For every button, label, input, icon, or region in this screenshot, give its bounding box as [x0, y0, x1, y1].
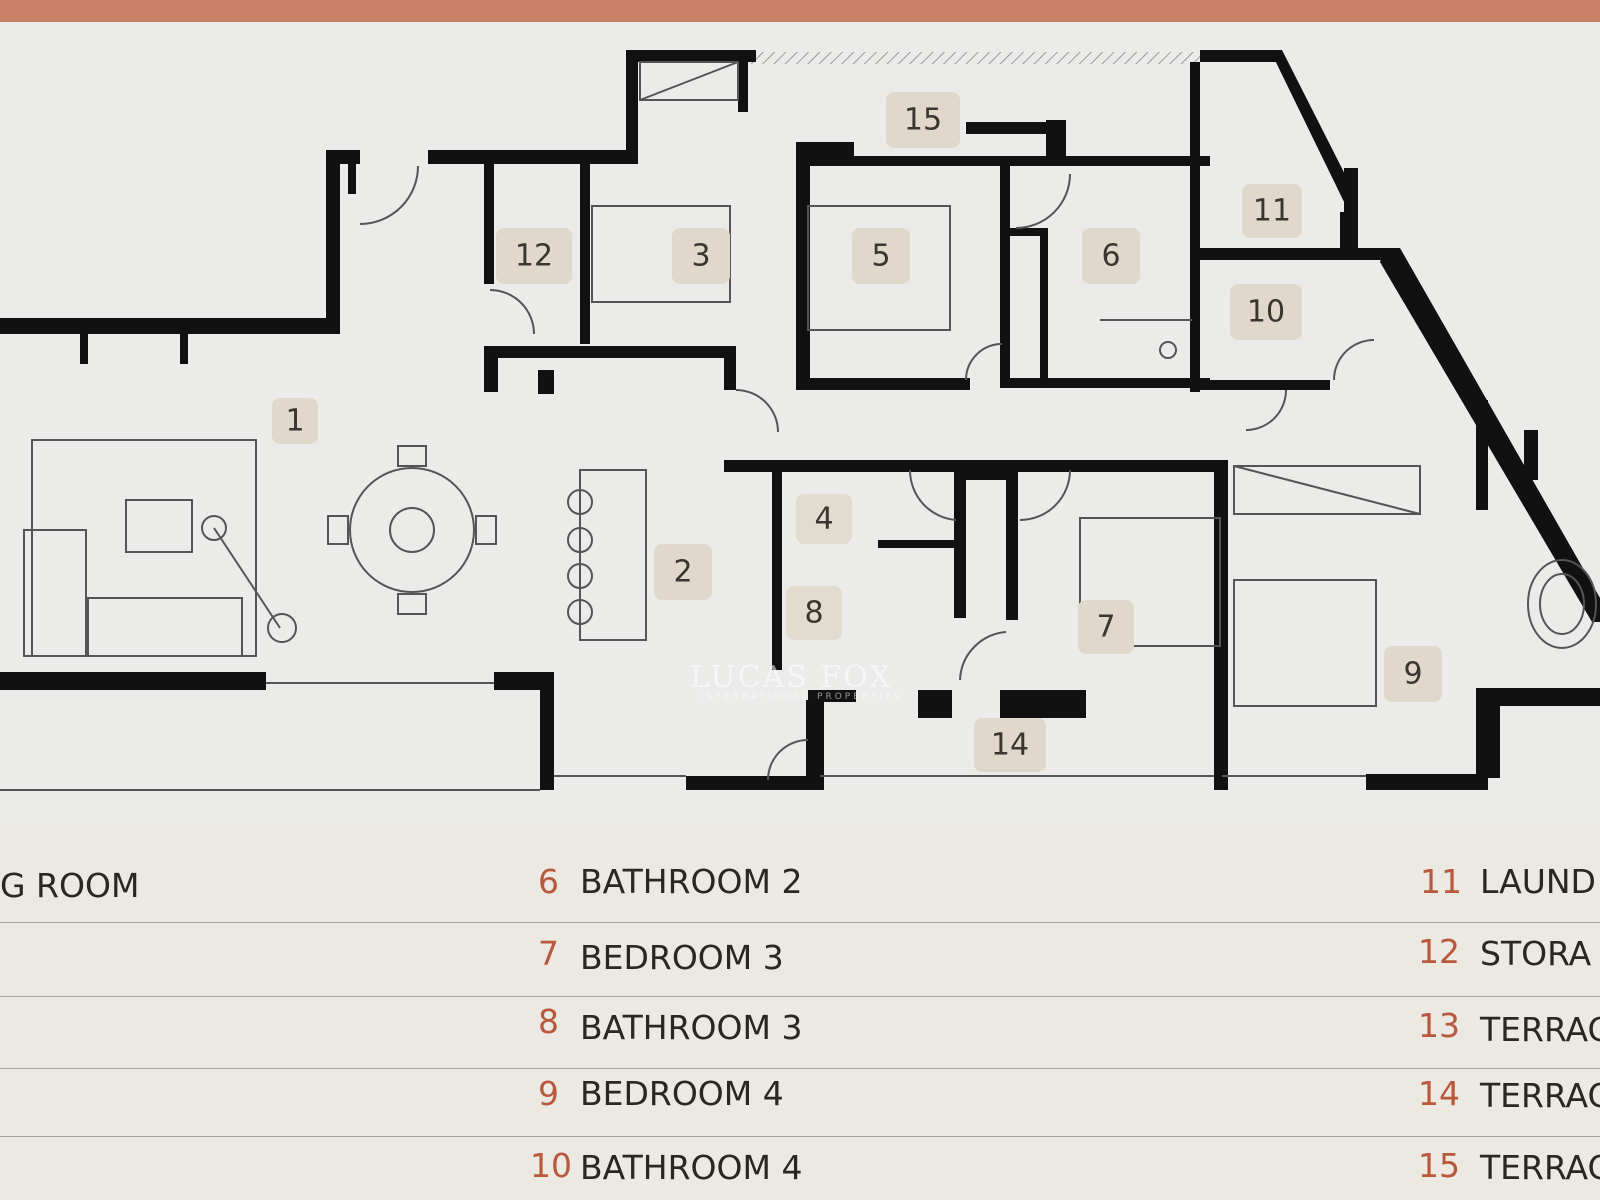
legend-divider: [0, 1136, 1600, 1137]
legend-item-bedroom-3: BEDROOM 3: [580, 938, 784, 977]
room-badge-14: 14: [974, 718, 1046, 772]
legend-number: 11: [1420, 862, 1462, 901]
svg-text:5: 5: [871, 239, 890, 274]
legend-number: 14: [1418, 1074, 1460, 1113]
legend-number: 7: [538, 934, 559, 973]
legend-item-terrace: TERRAC: [1480, 1148, 1600, 1187]
room-badge-1: 1: [272, 398, 318, 444]
legend-number: 13: [1418, 1006, 1460, 1045]
room-badge-8: 8: [786, 586, 842, 640]
legend-number: 15: [1418, 1146, 1460, 1185]
legend-divider: [0, 922, 1600, 923]
svg-text:10: 10: [1247, 295, 1285, 330]
legend-number: 12: [1418, 932, 1460, 971]
room-badge-2: 2: [654, 544, 712, 600]
room-badge-10: 10: [1230, 284, 1302, 340]
svg-text:7: 7: [1096, 610, 1115, 645]
room-badge-11: 11: [1242, 184, 1302, 238]
svg-text:14: 14: [991, 728, 1029, 763]
room-badge-9: 9: [1384, 646, 1442, 702]
floor-plan: 1 2 3 4 5 6 7 8 9 10 11 12 14 15: [0, 50, 1600, 791]
legend-divider: [0, 1068, 1600, 1069]
svg-text:8: 8: [804, 596, 823, 631]
svg-text:3: 3: [691, 239, 710, 274]
svg-text:9: 9: [1403, 657, 1422, 692]
legend-number: 6: [538, 862, 559, 901]
legend-number: 9: [538, 1074, 559, 1113]
terrace-railing: [740, 52, 1200, 64]
room-badge-5: 5: [852, 228, 910, 284]
svg-text:11: 11: [1253, 194, 1291, 229]
room-badge-6: 6: [1082, 228, 1140, 284]
legend-item-bathroom-4: BATHROOM 4: [580, 1148, 803, 1187]
legend-item-bathroom-2: BATHROOM 2: [580, 862, 803, 901]
svg-text:15: 15: [904, 103, 942, 138]
legend-item-terrace: TERRAC: [1480, 1076, 1600, 1115]
legend-item-bathroom-3: BATHROOM 3: [580, 1008, 803, 1047]
watermark-tagline: INTERNATIONAL PROPERTIES: [700, 692, 903, 702]
legend-item-terrace: TERRAC: [1480, 1010, 1600, 1049]
svg-text:12: 12: [515, 239, 553, 274]
svg-text:6: 6: [1101, 239, 1120, 274]
svg-text:2: 2: [673, 555, 692, 590]
fixtures-and-furniture: [0, 61, 1597, 791]
legend-item-storage: STORA: [1480, 934, 1592, 973]
room-badge-3: 3: [672, 228, 730, 284]
room-badge-4: 4: [796, 494, 852, 544]
room-legend: [0, 822, 1600, 1200]
room-badge-12: 12: [496, 228, 572, 284]
watermark-brand: LUCAS FOX: [690, 660, 893, 695]
legend-number: 10: [530, 1146, 572, 1185]
svg-text:4: 4: [814, 502, 833, 537]
legend-item-laundry: LAUND: [1480, 862, 1596, 901]
room-badge-15: 15: [886, 92, 960, 148]
legend-divider: [0, 996, 1600, 997]
legend-item-bedroom-4: BEDROOM 4: [580, 1074, 784, 1113]
svg-text:1: 1: [285, 404, 304, 439]
room-badge-7: 7: [1078, 600, 1134, 654]
legend-item-living-room: G ROOM: [0, 866, 140, 905]
legend-number: 8: [538, 1002, 559, 1041]
walls: [0, 50, 1600, 790]
top-color-band: [0, 0, 1600, 22]
